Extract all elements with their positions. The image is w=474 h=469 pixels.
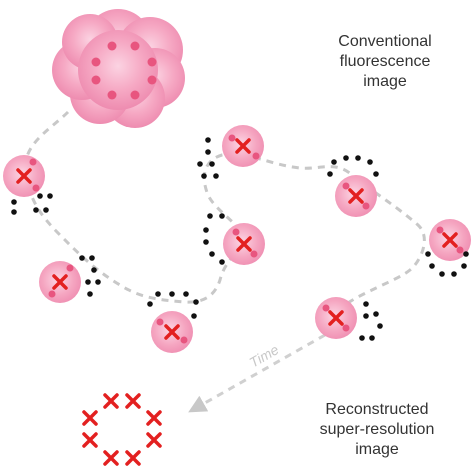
molecule-8	[315, 297, 383, 341]
conventional-image-label: Conventional fluorescence image	[300, 32, 470, 92]
reconstructed-label-line-1: Reconstructed	[325, 401, 429, 418]
molecule-6	[327, 155, 379, 217]
recon-marker	[125, 450, 141, 466]
recon-marker	[125, 393, 141, 409]
reconstructed-markers	[82, 393, 162, 466]
reconstructed-label-line-2: super-resolution	[319, 421, 435, 438]
molecule-2	[39, 255, 101, 303]
conventional-label-line-3: image	[363, 73, 407, 90]
time-arrow	[188, 333, 326, 413]
recon-marker	[146, 432, 162, 448]
conventional-fluorescence-blob	[52, 9, 185, 128]
molecule-1	[3, 155, 53, 215]
molecule-7	[425, 219, 471, 277]
molecule-5	[203, 213, 265, 265]
reconstructed-label-line-3: image	[355, 441, 399, 458]
time-label: Time	[247, 341, 282, 370]
recon-marker	[146, 410, 162, 426]
conventional-label-line-1: Conventional	[338, 33, 432, 50]
reconstructed-image-label: Reconstructed super-resolution image	[292, 400, 462, 460]
molecule-3	[147, 291, 199, 353]
recon-marker	[103, 393, 119, 409]
recon-marker	[82, 432, 98, 448]
recon-marker	[103, 450, 119, 466]
recon-marker	[82, 410, 98, 426]
molecule-4	[197, 125, 264, 179]
conventional-label-line-2: fluorescence	[339, 53, 431, 70]
